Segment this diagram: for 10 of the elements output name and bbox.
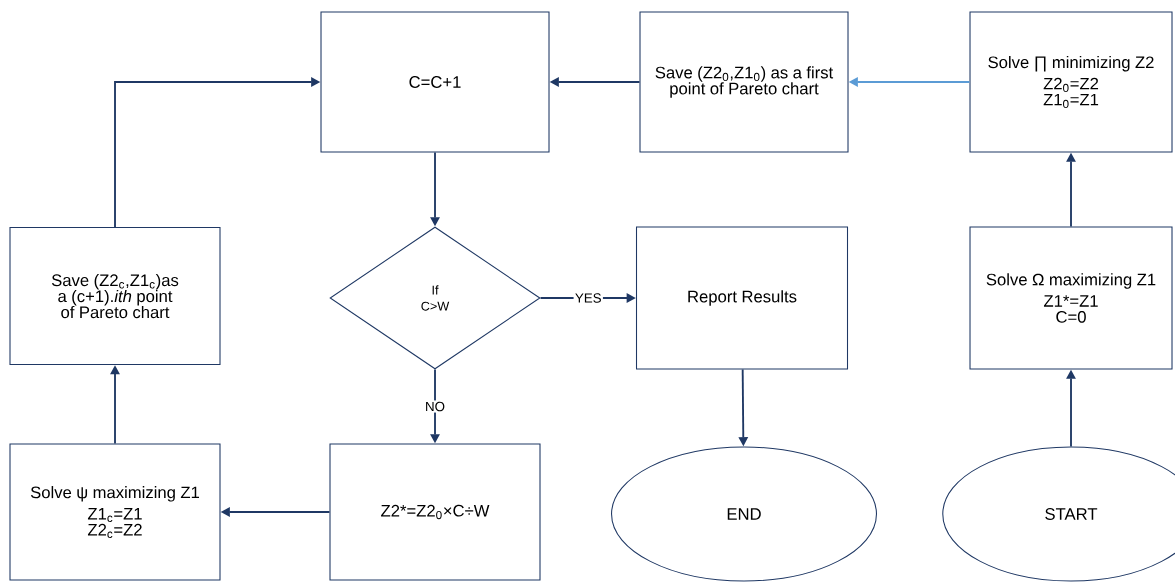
process-box: Z2*=Z2$_{0}$×C÷W bbox=[329, 443, 541, 581]
process-box: Report Results bbox=[635, 226, 849, 370]
edge-label: YES bbox=[573, 291, 603, 305]
process-box: Save (Z2$_{c}$,Z1$_{c}$)as a (c+1).ith point of Pareto chart bbox=[9, 226, 221, 366]
process-box: Save (Z2$_{0}$,Z1$_{0}$) as a first point of Pareto chart bbox=[639, 11, 849, 153]
process-box: C=C+1 bbox=[320, 11, 550, 153]
process-box: Solve Ω maximizing Z1 Z1*=Z1 C=0 bbox=[969, 226, 1173, 370]
process-box: Solve ∏ minimizing Z2 Z2$_{0}$=Z2 Z1$_{0}$=Z1 bbox=[969, 11, 1173, 153]
edge-label: NO bbox=[423, 400, 447, 413]
process-box: Solve ψ maximizing Z1 Z1$_{c}$=Z1 Z2$_{c}$=Z2 bbox=[9, 443, 221, 581]
